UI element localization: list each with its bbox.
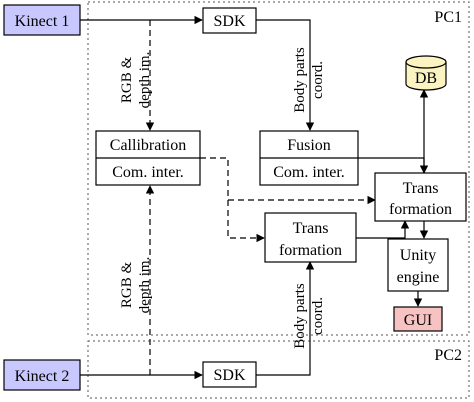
pc2-region [87, 340, 470, 399]
body-bottom-line1: Body parts [292, 283, 308, 349]
edge-calibration-trans-right [200, 157, 376, 205]
unity-line1: Unity [400, 247, 436, 264]
sdk-top-box [202, 7, 257, 34]
sdk-bottom-box [202, 361, 257, 388]
unity-block: Unity engine [387, 238, 449, 292]
edge-sdk-fusion [256, 19, 315, 131]
trans-right-box [374, 172, 467, 222]
edge-fusion-trans-right [358, 157, 429, 174]
sdk-bottom-label: SDK [213, 367, 245, 384]
gui-label: GUI [404, 312, 432, 329]
kinect2-label: Kinect 2 [15, 368, 70, 385]
trans-right-line1: Trans [403, 180, 439, 197]
calibration-block: Callibration Com. inter. [95, 130, 201, 186]
calibration-bottom-label: Com. inter. [112, 164, 184, 181]
rgb-top-line2: depth im. [137, 52, 153, 109]
unity-box [387, 238, 449, 292]
kinect2-box [3, 359, 81, 391]
db-label: DB [415, 70, 437, 87]
rgb-label-bottom: RGB & depth im. [119, 257, 153, 314]
edge-calibration-trans-mid [227, 200, 265, 243]
pc1-region [87, 1, 470, 336]
edge-trans-mid-trans-right [356, 220, 410, 239]
solid-edges [80, 15, 429, 380]
trans-right-line2: formation [389, 201, 452, 218]
body-top-line2: coord. [310, 61, 326, 99]
rgb-top-line1: RGB & [119, 57, 135, 104]
sdk-top-label: SDK [213, 13, 245, 30]
trans-mid-line1: Trans [293, 220, 329, 237]
unity-line2: engine [397, 269, 440, 286]
trans-mid-box [264, 212, 357, 263]
calibration-top-label: Callibration [110, 137, 186, 154]
db-cylinder: DB [405, 55, 447, 91]
db-top [405, 55, 447, 69]
kinect1-label: Kinect 1 [15, 13, 70, 30]
trans-mid-line2: formation [279, 242, 342, 259]
fusion-top-label: Fusion [287, 137, 331, 154]
pc1-label: PC1 [434, 9, 462, 26]
rgb-bottom-line1: RGB & [119, 262, 135, 309]
edge-sdk-trans-mid [256, 261, 315, 376]
rgb-label-top: RGB & depth im. [119, 52, 153, 109]
gui-box [393, 306, 443, 332]
fusion-block: Fusion Com. inter. [259, 130, 359, 186]
gui-block: GUI [393, 306, 443, 332]
kinect1-box [3, 4, 81, 36]
body-bottom-line2: coord. [310, 297, 326, 335]
body-label-bottom: Body parts coord. [292, 283, 326, 349]
trans-right-block: Trans formation [374, 172, 467, 222]
pc2-label: PC2 [434, 347, 462, 364]
dashed-edges [145, 20, 376, 375]
rgb-bottom-line2: depth im. [137, 257, 153, 314]
trans-mid-block: Trans formation [264, 212, 357, 263]
body-top-line1: Body parts [292, 47, 308, 113]
db-body [405, 61, 447, 91]
body-label-top: Body parts coord. [292, 47, 326, 113]
fusion-bottom-label: Com. inter. [273, 164, 345, 181]
